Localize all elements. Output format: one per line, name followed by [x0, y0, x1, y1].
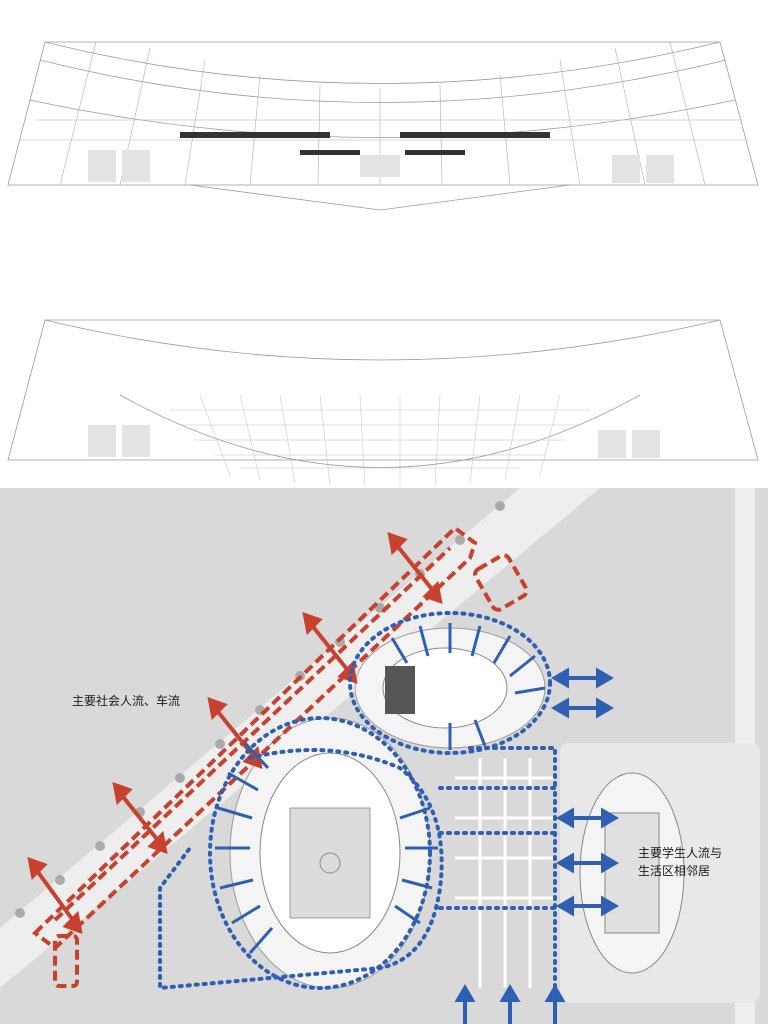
- stadium-radial-arrows: [215, 741, 438, 954]
- student-flow-route: [158, 611, 557, 991]
- elevation-lower-svg: [7, 319, 759, 487]
- plaza-grid: [455, 758, 555, 988]
- gym-radial-arrows: [390, 623, 546, 750]
- public-flow-route: [31, 525, 529, 988]
- elevation-upper-svg: [7, 41, 759, 211]
- student-flow-label: 主要学生人流与 生活区相邻居: [638, 846, 723, 878]
- main-stadium: [229, 717, 431, 989]
- site-plan: 主要社会人流、车流 主要学生人流与 生活区相邻居: [0, 488, 768, 1024]
- student-flow-arrows: [454, 667, 619, 1024]
- public-flow-label: 主要社会人流、车流: [72, 694, 181, 708]
- tree-row: [15, 501, 505, 918]
- site-plan-svg: [0, 488, 760, 1024]
- elevation-drawing-lower: [0, 300, 768, 500]
- public-flow-arrows: [27, 531, 443, 935]
- elevation-drawing-upper: [0, 0, 768, 240]
